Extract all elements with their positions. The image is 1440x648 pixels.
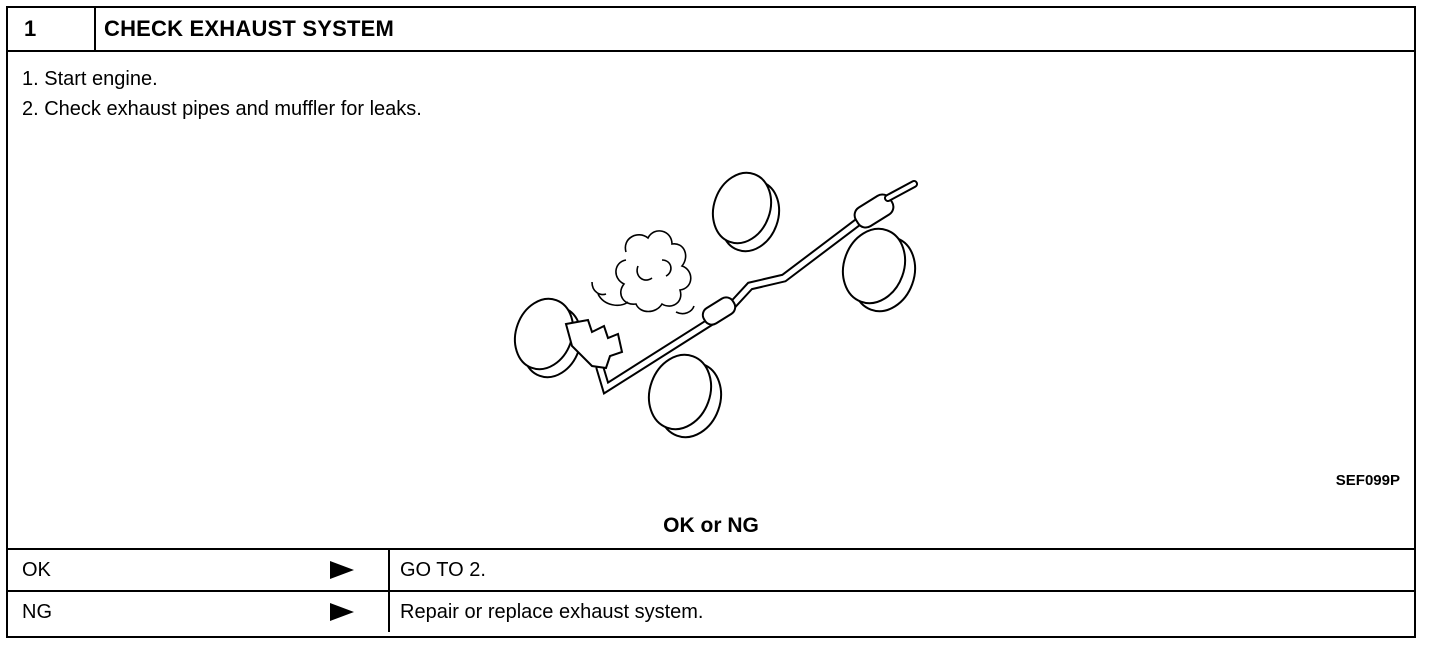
exhaust-system-illustration: [513, 171, 918, 439]
result-label: NG: [22, 601, 52, 623]
result-label-cell: NG: [8, 592, 390, 632]
instruction-step: 1. Start engine.: [22, 68, 158, 90]
instruction-step: 2. Check exhaust pipes and muffler for l…: [22, 98, 422, 120]
result-row-ng: NG Repair or replace exhaust system.: [8, 590, 1414, 632]
procedure-header: 1 CHECK EXHAUST SYSTEM: [8, 8, 1414, 52]
result-label-cell: OK: [8, 550, 390, 590]
result-action: Repair or replace exhaust system.: [400, 601, 704, 623]
figure-code: SEF099P: [1335, 472, 1400, 489]
result-action: GO TO 2.: [400, 559, 486, 581]
result-row-ok: OK GO TO 2.: [8, 548, 1414, 590]
step-number: 1: [8, 8, 96, 50]
procedure-frame: 1 CHECK EXHAUST SYSTEM 1. Start engine. …: [6, 6, 1416, 638]
procedure-title: CHECK EXHAUST SYSTEM: [104, 16, 395, 41]
result-label: OK: [22, 559, 51, 581]
result-prompt: OK or NG: [663, 514, 759, 537]
arrow-right-icon: [330, 561, 354, 579]
arrow-right-icon: [330, 603, 354, 621]
instruction-list: 1. Start engine. 2. Check exhaust pipes …: [22, 64, 422, 124]
